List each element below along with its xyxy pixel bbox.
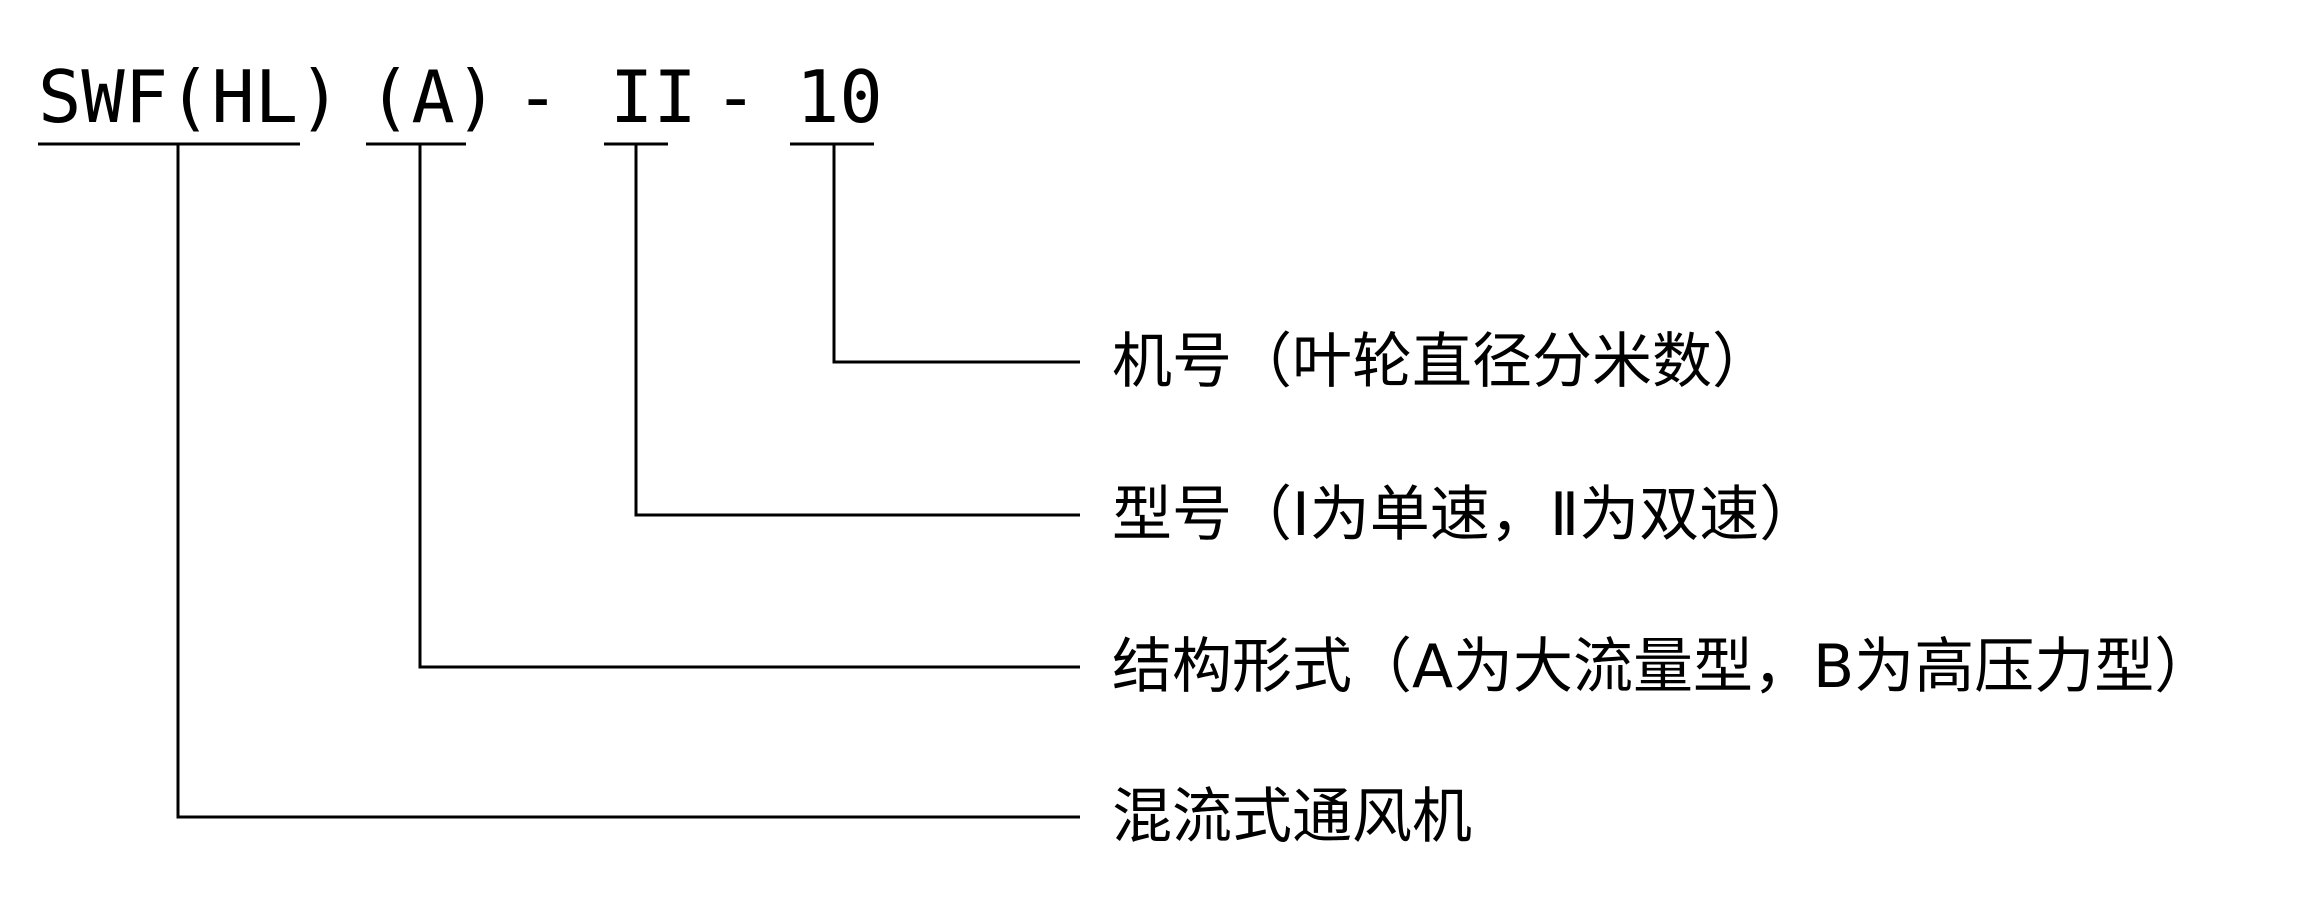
description-model: 型号（Ⅰ为单速，Ⅱ为双速） [1112,480,1819,550]
code-separator-1: - [516,55,559,139]
code-segment-type: SWF(HL) [38,55,341,139]
code-separator-2: - [714,55,757,139]
leader-line-model [634,144,1080,517]
description-structure: 结构形式（A为大流量型，B为高压力型） [1112,632,2214,702]
description-type: 混流式通风机 [1112,782,1472,852]
code-segment-structure: (A) [368,55,498,139]
leader-line-size [832,144,1080,364]
code-segment-size: 10 [796,55,883,139]
leader-line-structure [418,144,1080,669]
code-segment-model: II [610,55,697,139]
leader-line-type [176,144,1080,819]
description-size: 机号（叶轮直径分米数） [1112,327,1772,397]
